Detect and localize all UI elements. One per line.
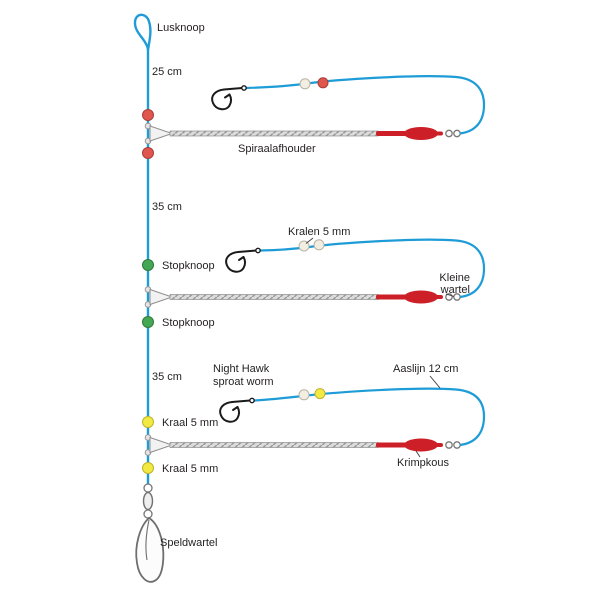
red-bead-upper — [142, 109, 154, 121]
label-distance-bottom: 35 cm — [152, 371, 182, 383]
label-stopknoop-lower: Stopknoop — [162, 317, 215, 329]
kraal-bead-lower — [142, 462, 154, 474]
snood1-red-bead — [317, 77, 329, 89]
label-distance-top: 25 cm — [152, 66, 182, 78]
main-line-group: Lusknoop 25 cm 35 cm 35 cm Stopknoop Sto… — [133, 13, 218, 484]
snood-line-2 — [259, 238, 486, 299]
snap-clasp-wire — [145, 519, 150, 561]
label-night-hawk-line1: Night Hawk — [213, 363, 270, 375]
dropper-arm-1: Spiraalafhouder — [144, 75, 486, 155]
boom-arm-2 — [144, 286, 461, 308]
label-kraal-upper: Kraal 5 mm — [162, 417, 218, 429]
hook-3 — [219, 397, 256, 423]
snap-clip — [135, 516, 165, 583]
hook-2 — [225, 247, 262, 273]
dropper-arm-2: Kralen 5 mm Kleine wartel — [144, 226, 486, 308]
label-kleine-wartel-line2: wartel — [440, 284, 470, 296]
swivel-barrel — [142, 491, 154, 511]
label-spiraalafhouder: Spiraalafhouder — [238, 143, 316, 155]
snood3-yellow-bead — [314, 388, 326, 400]
snood-line-1 — [245, 75, 486, 135]
label-kleine-wartel-line1: Kleine — [439, 272, 470, 284]
label-kralen: Kralen 5 mm — [288, 226, 350, 238]
snood1-pearl-bead — [299, 78, 311, 90]
kraal-bead-upper — [142, 416, 154, 428]
snood3-pearl-bead — [298, 389, 310, 401]
swivel-top-ring — [143, 483, 153, 493]
kralen-pointer-line — [305, 237, 314, 244]
label-aaslijn: Aaslijn 12 cm — [393, 363, 458, 375]
label-kraal-lower: Kraal 5 mm — [162, 463, 218, 475]
boom-arm-3 — [144, 434, 461, 456]
loop-knot — [133, 13, 152, 51]
stopknoop-bead-lower — [142, 316, 154, 328]
dropper-arm-3: Night Hawk sproat worm Aaslijn 12 cm Kri… — [144, 363, 486, 469]
swivel-bottom-ring — [143, 509, 153, 519]
bottom-terminal-group: Speldwartel — [135, 483, 217, 583]
snood2-pearl-bead-2 — [313, 239, 325, 251]
stopknoop-bead-upper — [142, 259, 154, 271]
red-bead-lower — [142, 147, 154, 159]
krimpkous-pointer-line — [415, 450, 421, 458]
aaslijn-pointer-line — [429, 375, 441, 389]
label-lusknoop: Lusknoop — [157, 22, 205, 34]
kleine-wartel-pointer-line — [445, 293, 455, 297]
label-distance-middle: 35 cm — [152, 201, 182, 213]
boom-arm-1 — [144, 122, 461, 145]
label-krimpkous: Krimpkous — [397, 457, 449, 469]
label-speldwartel: Speldwartel — [160, 537, 217, 549]
hook-1 — [211, 84, 248, 111]
label-night-hawk-line2: sproat worm — [213, 376, 274, 388]
snood-line-3 — [253, 387, 486, 447]
label-stopknoop-upper: Stopknoop — [162, 260, 215, 272]
